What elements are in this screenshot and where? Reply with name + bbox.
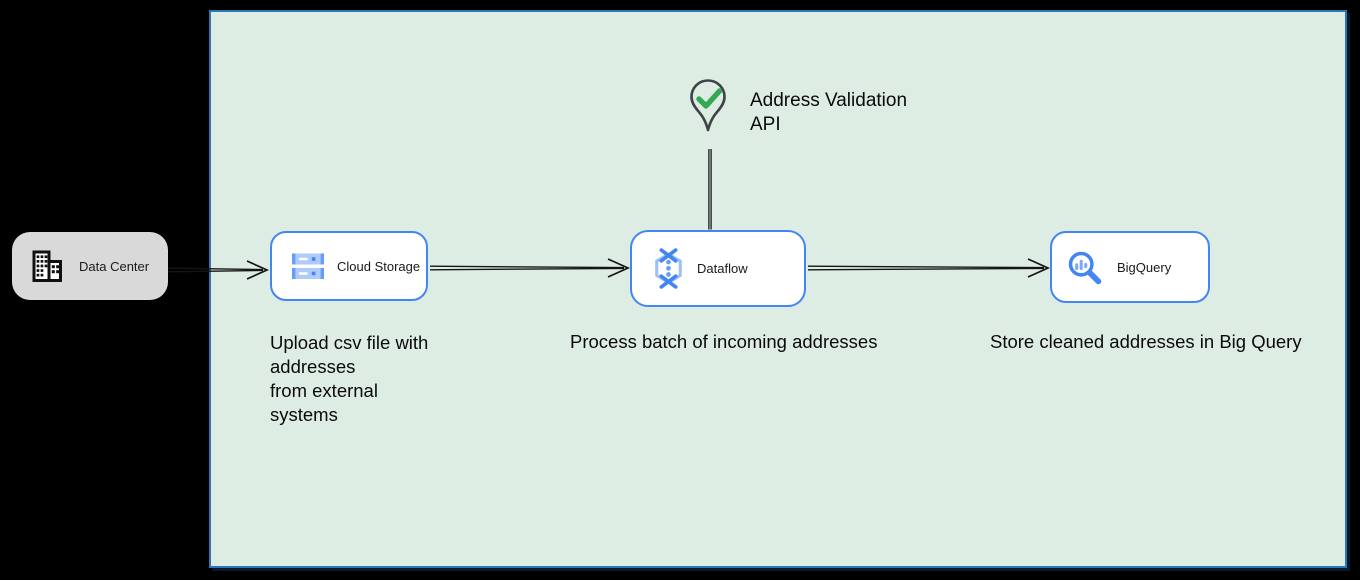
- label-address-validation-api: Address Validation API: [750, 89, 907, 136]
- cloud-storage-icon: [292, 253, 324, 279]
- bigquery-icon: [1068, 251, 1102, 284]
- label-line: API: [750, 113, 781, 135]
- dataflow-icon: [655, 248, 682, 289]
- label-line: Address Validation: [750, 90, 908, 111]
- building-icon: [32, 250, 62, 282]
- node-dataflow[interactable]: Dataflow: [630, 230, 806, 307]
- annotation-line: systems: [270, 404, 338, 425]
- annotation-store-cleaned: Store cleaned addresses in Big Query: [990, 331, 1302, 352]
- node-data-center[interactable]: Data Center: [12, 232, 168, 300]
- node-cloud-storage[interactable]: Cloud Storage: [270, 231, 428, 301]
- node-bigquery[interactable]: BigQuery: [1050, 231, 1210, 303]
- map-pin-check-icon: [690, 79, 726, 132]
- node-label-data-center: Data Center: [79, 258, 150, 274]
- node-label-bigquery: BigQuery: [1117, 259, 1172, 275]
- node-address-validation-api[interactable]: [688, 78, 728, 134]
- node-label-dataflow: Dataflow: [697, 261, 748, 276]
- annotation-line: addresses: [270, 356, 356, 377]
- annotation-line: from external: [270, 380, 378, 401]
- annotation-line: Upload csv file with: [270, 332, 429, 353]
- annotation-process-batch: Process batch of incoming addresses: [570, 331, 878, 352]
- node-label-cloud-storage: Cloud Storage: [337, 258, 421, 274]
- annotation-upload-csv: Upload csv file with addresses from exte…: [270, 331, 428, 427]
